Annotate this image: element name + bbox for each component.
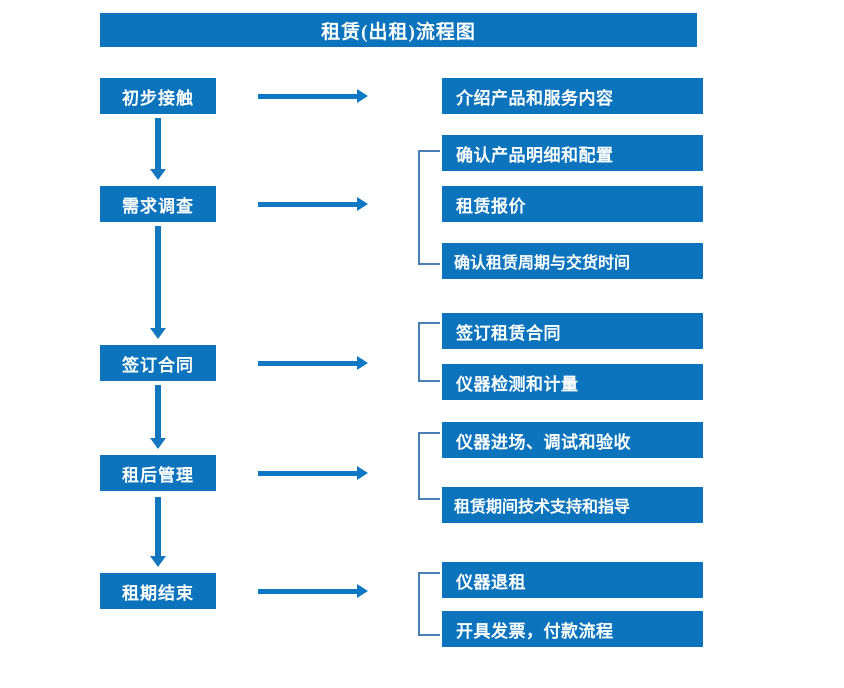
detail-box-3[interactable]: 租赁报价 — [442, 186, 703, 222]
flow-arrow-down-4 — [150, 497, 166, 567]
detail-arrow-2 — [258, 197, 368, 211]
detail-box-2[interactable]: 确认产品明细和配置 — [442, 135, 703, 171]
group-bracket-after-rent — [418, 432, 440, 500]
detail-arrow-3 — [258, 356, 368, 370]
flow-arrow-down-2 — [150, 226, 166, 339]
detail-box-10[interactable]: 开具发票，付款流程 — [442, 611, 703, 647]
detail-box-4[interactable]: 确认租赁周期与交货时间 — [442, 243, 703, 279]
detail-box-7[interactable]: 仪器进场、调试和验收 — [442, 422, 703, 458]
group-bracket-requirements — [418, 150, 440, 265]
detail-box-5[interactable]: 签订租赁合同 — [442, 313, 703, 349]
flow-arrow-down-3 — [150, 385, 166, 449]
stage-box-5[interactable]: 租期结束 — [100, 573, 216, 609]
detail-arrow-4 — [258, 466, 368, 480]
detail-arrow-1 — [258, 89, 368, 103]
flow-arrow-down-1 — [150, 118, 166, 180]
stage-box-3[interactable]: 签订合同 — [100, 345, 216, 381]
detail-box-8[interactable]: 租赁期间技术支持和指导 — [442, 487, 703, 523]
detail-box-1[interactable]: 介绍产品和服务内容 — [442, 78, 703, 114]
detail-box-9[interactable]: 仪器退租 — [442, 562, 703, 598]
stage-box-1[interactable]: 初步接触 — [100, 78, 216, 114]
group-bracket-contract — [418, 322, 440, 382]
stage-box-4[interactable]: 租后管理 — [100, 455, 216, 491]
stage-box-2[interactable]: 需求调查 — [100, 186, 216, 222]
chart-title: 租赁(出租)流程图 — [100, 13, 697, 47]
detail-box-6[interactable]: 仪器检测和计量 — [442, 364, 703, 400]
detail-arrow-5 — [258, 584, 368, 598]
group-bracket-end-of-term — [418, 572, 440, 636]
